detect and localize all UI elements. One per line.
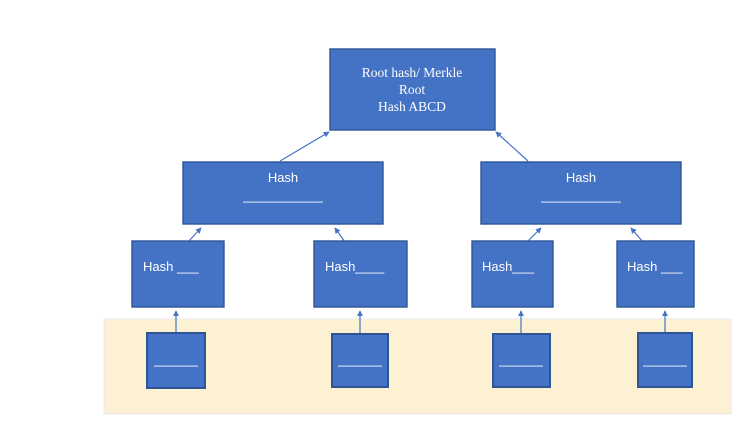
level2-right-node: Hash ___________: [480, 161, 682, 225]
level3-node-c: Hash___: [471, 240, 554, 308]
leaf-node-c: ______: [492, 333, 551, 388]
level3-box-a: [131, 240, 225, 308]
level3-box-b: [313, 240, 408, 308]
arrow-hash-c-to-right-hash: [526, 227, 542, 243]
level3-node-b: Hash____: [313, 240, 408, 308]
root-hash-label-line1: Root hash/ Merkle: [362, 65, 463, 80]
level3-box-d: [616, 240, 695, 308]
leaf-node-b: ______: [331, 333, 389, 388]
leaf-box-a: [146, 332, 206, 389]
level2-left-box: [182, 161, 384, 225]
leaf-band: [103, 318, 732, 415]
root-hash-label-line3: Hash ABCD: [378, 99, 446, 114]
level3-label-d: Hash ___: [627, 259, 683, 274]
leaf-blank-c: ______: [498, 352, 543, 367]
level2-right-box: [480, 161, 682, 225]
leaf-box-c: [492, 333, 551, 388]
level3-node-a: Hash ___: [131, 240, 225, 308]
arrow-left-hash-to-root: [279, 131, 330, 162]
leaf-blank-a: ______: [153, 352, 198, 367]
level3-box-c: [471, 240, 554, 308]
level2-left-label: Hash: [268, 170, 298, 185]
arrow-hash-d-to-right-hash: [630, 227, 644, 243]
leaf-blank-d: ______: [642, 352, 687, 367]
leaf-box-d: [637, 332, 693, 388]
level3-label-a: Hash ___: [143, 259, 199, 274]
level2-left-blank: ___________: [242, 188, 323, 203]
root-hash-label-line2: Root: [399, 82, 426, 97]
level2-right-blank: ___________: [540, 188, 621, 203]
root-hash-node: Root hash/ Merkle Root Hash ABCD: [329, 48, 496, 131]
leaf-box-b: [331, 333, 389, 388]
leaf-node-d: ______: [637, 332, 693, 388]
level3-node-d: Hash ___: [616, 240, 695, 308]
level2-right-label: Hash: [566, 170, 596, 185]
root-hash-box: [329, 48, 496, 131]
arrow-hash-b-to-left-hash: [334, 227, 346, 243]
leaf-blank-b: ______: [337, 352, 382, 367]
arrow-hash-a-to-left-hash: [187, 227, 202, 243]
level3-label-b: Hash____: [325, 259, 385, 274]
level2-left-node: Hash ___________: [182, 161, 384, 225]
leaf-node-a: ______: [146, 332, 206, 389]
level3-label-c: Hash___: [482, 259, 535, 274]
arrow-right-hash-to-root: [495, 131, 529, 162]
